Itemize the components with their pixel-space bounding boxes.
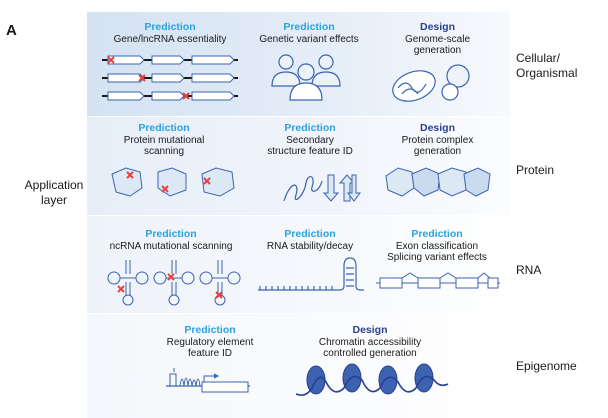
cell-tag: Prediction	[184, 324, 236, 336]
cell-tag: Design	[419, 21, 455, 33]
cell-desc: Secondary	[286, 134, 334, 146]
cell-desc: Splicing variant effects	[387, 252, 487, 263]
cell-desc: Protein mutational	[123, 134, 205, 146]
cell-desc: controlled generation	[323, 348, 417, 359]
cell-desc: ncRNA mutational scanning	[109, 240, 233, 252]
row-label-epigenome: Epigenome	[516, 359, 577, 373]
cell-variant-effects: Prediction Genetic variant effects	[244, 21, 374, 45]
row-label-protein: Protein	[516, 163, 555, 177]
cell-protein-scanning: Prediction Protein mutational scanning	[104, 122, 224, 158]
rna-hairpin-icon	[258, 257, 364, 291]
cell-organelle-icon	[392, 64, 470, 102]
application-layer-line-1: Application	[24, 178, 84, 192]
panel-label: A	[6, 22, 17, 39]
cell-chromatin-generation: Design Chromatin accessibility controlle…	[300, 324, 440, 360]
cell-desc: generation	[413, 146, 462, 157]
trna-mutation-icon	[107, 260, 241, 306]
cell-rna-stability: Prediction RNA stability/decay	[250, 228, 370, 252]
cell-genome-generation: Design Genome-scale generation	[380, 21, 495, 57]
cell-tag: Prediction	[284, 228, 336, 240]
cell-tag: Prediction	[284, 122, 336, 134]
cell-tag: Design	[419, 122, 455, 134]
cell-desc: Gene/lncRNA essentiality	[113, 33, 227, 45]
cell-gene-essentiality: Prediction Gene/lncRNA essentiality	[100, 21, 240, 45]
protein-complex-icon	[385, 167, 491, 197]
cell-protein-complex: Design Protein complex generation	[380, 122, 495, 158]
application-layer-line-2: layer	[40, 193, 67, 207]
cell-desc: RNA stability/decay	[266, 240, 354, 252]
cell-desc: Regulatory element	[166, 336, 254, 348]
cell-desc: Protein complex	[401, 134, 474, 146]
cell-tag: Design	[352, 324, 388, 336]
cell-desc: Chromatin accessibility	[318, 336, 422, 348]
row-label-cellular-line-1: Cellular/	[516, 51, 561, 65]
cell-tag: Prediction	[411, 228, 463, 240]
chromatin-icon	[295, 363, 449, 396]
cell-exon-classification: Prediction Exon classification Splicing …	[372, 228, 502, 264]
regulatory-element-icon	[166, 368, 250, 393]
cell-tag: Prediction	[145, 228, 197, 240]
protein-mutation-icon	[111, 167, 235, 197]
row-band-rna	[87, 216, 510, 313]
row-label-cellular: Cellular/ Organismal	[516, 51, 577, 81]
cell-tag: Prediction	[283, 21, 335, 33]
application-layer-label: Application layer	[20, 178, 88, 208]
row-label-rna: RNA	[516, 263, 542, 277]
row-band-epigenome	[87, 314, 510, 418]
cell-tag: Prediction	[144, 21, 196, 33]
cell-desc: structure feature ID	[267, 146, 353, 157]
cell-secondary-structure: Prediction Secondary structure feature I…	[250, 122, 370, 158]
cell-ncrna-scanning: Prediction ncRNA mutational scanning	[96, 228, 246, 252]
cell-tag: Prediction	[138, 122, 190, 134]
gene-knockout-icon	[102, 55, 238, 101]
row-label-cellular-line-2: Organismal	[516, 66, 578, 80]
cell-regulatory-element: Prediction Regulatory element feature ID	[150, 324, 270, 360]
cell-desc: Genetic variant effects	[259, 33, 359, 45]
cell-desc: generation	[413, 45, 462, 56]
cell-desc: Exon classification	[395, 240, 479, 252]
cell-desc: feature ID	[188, 348, 232, 359]
cell-desc: Genome-scale	[404, 33, 471, 45]
exon-splicing-icon	[376, 272, 500, 289]
cell-desc: scanning	[143, 146, 185, 157]
people-icon	[271, 54, 341, 101]
helix-sheet-icon	[283, 174, 361, 202]
